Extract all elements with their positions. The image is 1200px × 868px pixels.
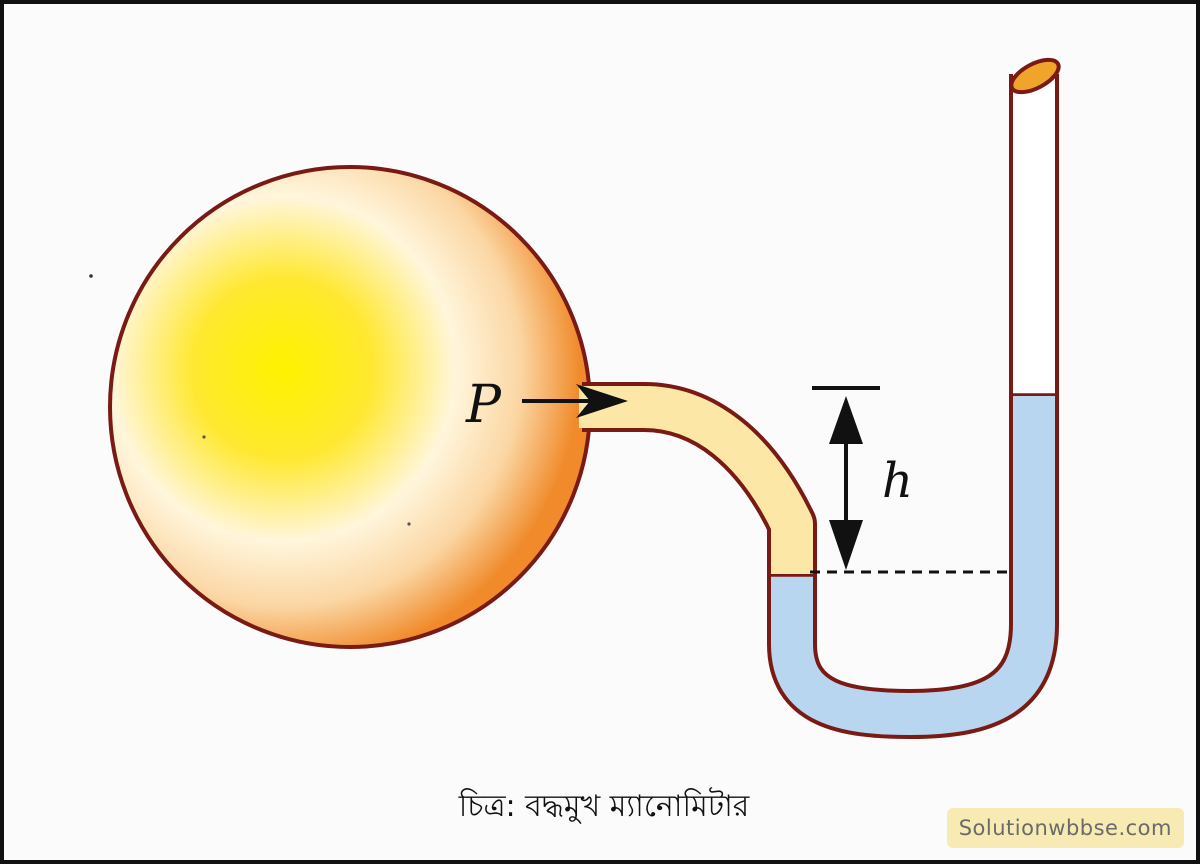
height-arrow-down-head: [829, 520, 863, 570]
pressure-arrow-head: [576, 384, 628, 418]
liquid-column: [771, 396, 1055, 735]
speck: [202, 435, 206, 439]
watermark-badge: Solutionwbbse.com: [946, 808, 1184, 848]
speck: [407, 522, 411, 526]
gas-bulb: [108, 165, 592, 649]
figure-caption: চিত্র: বদ্ধমুখ ম্যানোমিটার: [458, 789, 750, 824]
gas-tube: [579, 386, 813, 574]
height-arrow-up-head: [829, 396, 863, 444]
manometer-diagram: h P: [89, 57, 1061, 739]
height-label: h: [882, 453, 913, 509]
pressure-label: P: [465, 375, 502, 435]
speck: [89, 274, 93, 278]
tube-top-end: [1009, 57, 1061, 95]
